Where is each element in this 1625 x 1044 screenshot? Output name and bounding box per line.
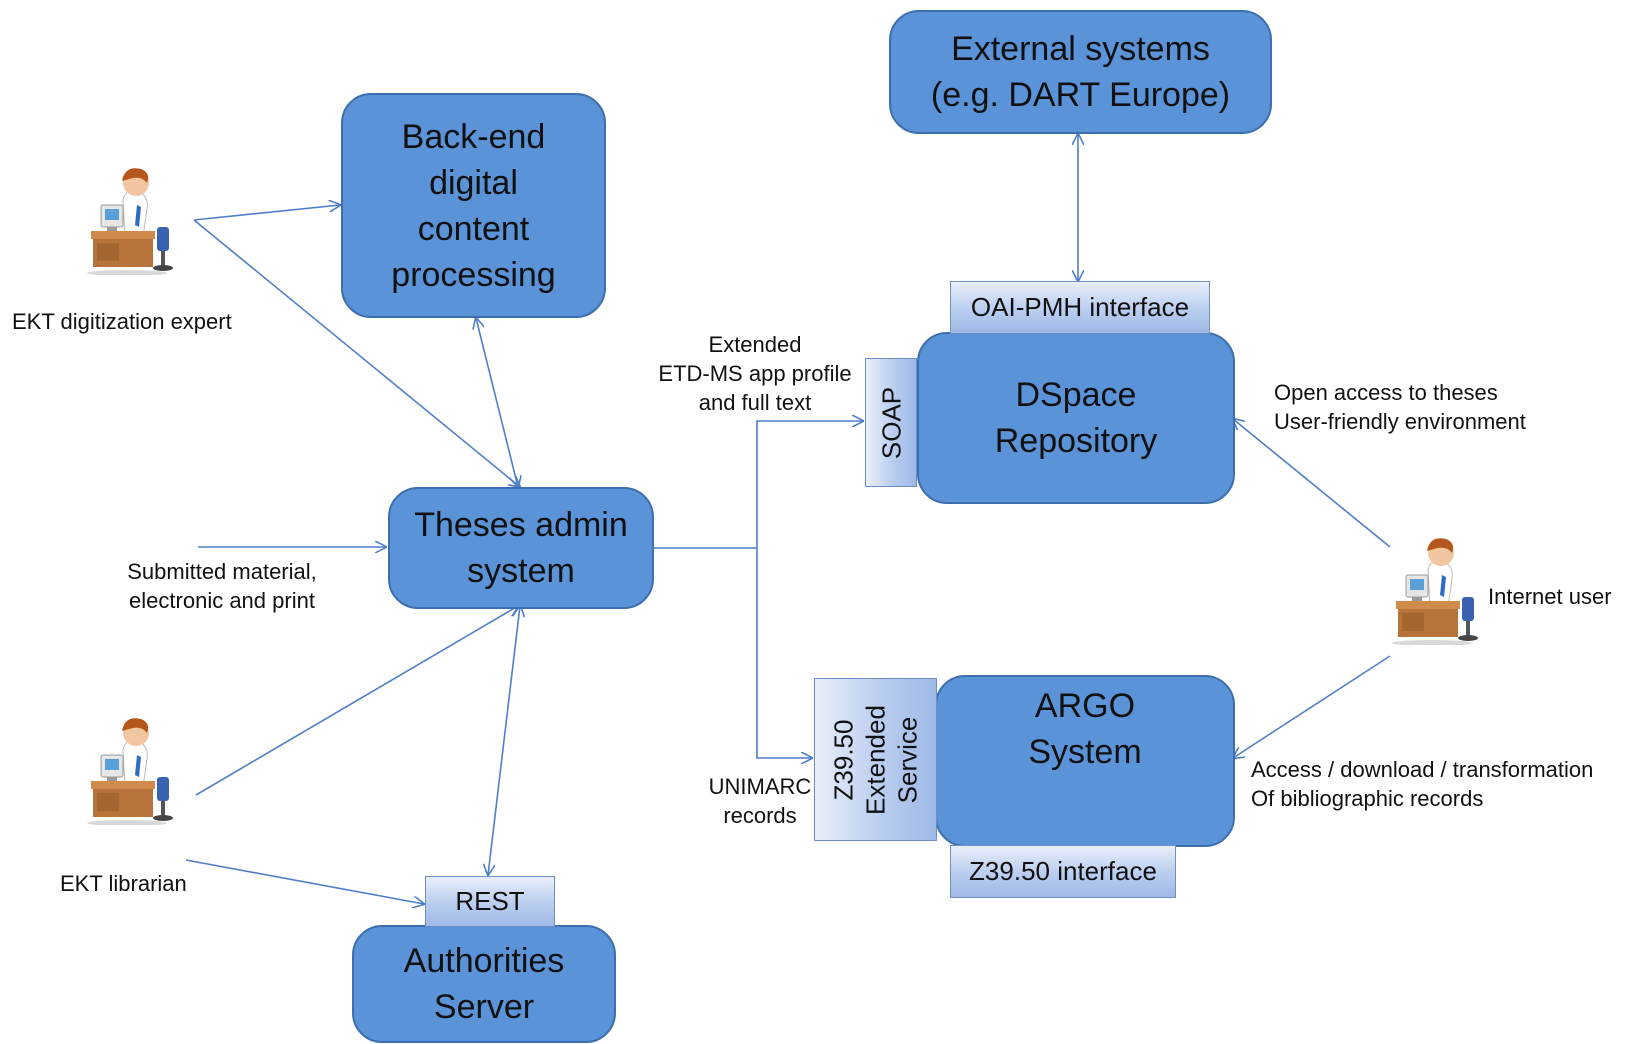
label-digitization-expert: EKT digitization expert bbox=[12, 309, 232, 334]
arrow-user-dspace bbox=[1233, 419, 1391, 548]
label-internet-user: Internet user bbox=[1488, 584, 1612, 609]
person-at-desk-icon bbox=[1392, 538, 1478, 645]
arrow-split-z3950 bbox=[756, 548, 812, 758]
arrow-expert-theses bbox=[193, 219, 520, 487]
label-etd-ms: Extended ETD-MS app profile and full tex… bbox=[658, 332, 852, 415]
arrow-user-argo bbox=[1233, 655, 1391, 758]
soap-label: SOAP bbox=[876, 386, 907, 460]
soap-interface: SOAP bbox=[865, 358, 917, 487]
external-systems-box: External systems (e.g. DART Europe) bbox=[889, 10, 1272, 134]
label-submitted-material: Submitted material, electronic and print bbox=[127, 559, 317, 613]
label-access-download: Access / download / transformation Of bi… bbox=[1251, 757, 1594, 811]
dspace-repository-box: DSpace Repository bbox=[917, 332, 1235, 504]
arrow-theses-rest bbox=[488, 606, 520, 875]
argo-system-box: ARGO System bbox=[935, 675, 1235, 847]
arrow-backend-theses bbox=[476, 318, 518, 487]
oai-pmh-interface: OAI-PMH interface bbox=[950, 281, 1210, 334]
person-at-desk-icon bbox=[87, 168, 173, 275]
rest-interface: REST bbox=[425, 876, 555, 927]
arrow-split-soap bbox=[756, 421, 863, 548]
arrow-librarian-theses bbox=[195, 606, 518, 796]
theses-admin-box: Theses admin system bbox=[388, 487, 654, 609]
person-at-desk-icon bbox=[87, 718, 173, 825]
backend-processing-box: Back-end digital content processing bbox=[341, 93, 606, 318]
label-open-access: Open access to theses User-friendly envi… bbox=[1274, 380, 1526, 434]
label-unimarc: UNIMARC records bbox=[708, 774, 812, 828]
z3950-service-label: Z39.50 Extended Service bbox=[828, 705, 923, 815]
arrow-librarian-rest bbox=[185, 859, 424, 904]
arrow-expert-backend bbox=[193, 205, 340, 221]
z3950-interface: Z39.50 interface bbox=[950, 845, 1176, 898]
label-ekt-librarian: EKT librarian bbox=[60, 871, 187, 896]
z3950-extended-service: Z39.50 Extended Service bbox=[814, 678, 937, 841]
authorities-server-box: Authorities Server bbox=[352, 925, 616, 1043]
